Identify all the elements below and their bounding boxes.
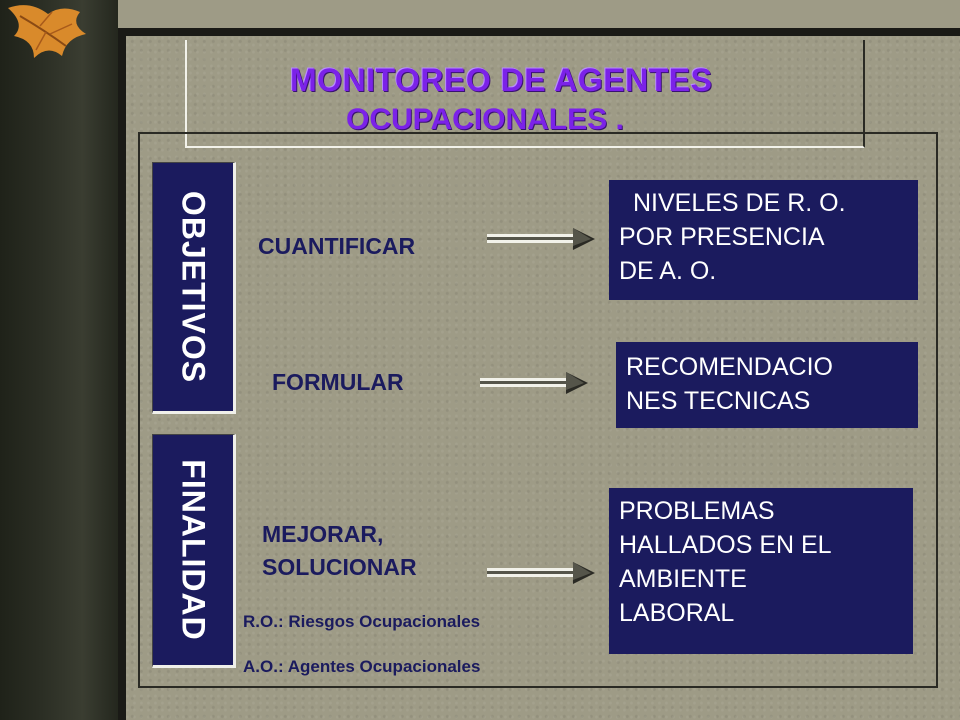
footnote-ao: A.O.: Agentes Ocupacionales [243,657,481,676]
verb-line: MEJORAR, [262,521,384,547]
right-arrow-icon [487,562,595,584]
slide-title-line1: MONITOREO DE AGENTES [290,62,713,98]
result-box-niveles: NIVELES DE R. O. POR PRESENCIA DE A. O. [609,180,918,300]
result-line: PROBLEMAS [619,497,775,525]
result-line: AMBIENTE [619,565,747,593]
verb-line: SOLUCIONAR [262,554,417,580]
result-line: HALLADOS EN EL [619,531,832,559]
finalidad-label: FINALIDAD [152,434,236,668]
finalidad-label-text: FINALIDAD [175,459,212,641]
result-box-problemas: PROBLEMAS HALLADOS EN EL AMBIENTE LABORA… [609,488,913,654]
result-line: RECOMENDACIO [626,353,833,381]
result-line: DE A. O. [619,257,717,285]
content-frame [138,132,938,688]
result-line: POR PRESENCIA [619,223,825,251]
right-arrow-icon [480,372,588,394]
slide-title-line2: OCUPACIONALES . [346,103,624,136]
result-line: NIVELES DE R. O. [633,189,846,217]
verb-cuantificar: CUANTIFICAR [258,230,415,263]
objetivos-label-text: OBJETIVOS [175,190,212,384]
autumn-leaf-icon [8,5,86,59]
verb-line: CUANTIFICAR [258,233,416,259]
verb-line: FORMULAR [272,369,404,395]
footnote-ro: R.O.: Riesgos Ocupacionales [243,612,481,631]
result-line: LABORAL [619,599,735,627]
result-line: NES TECNICAS [626,387,811,415]
right-arrow-icon [487,228,595,250]
left-decorative-strip [0,0,118,720]
verb-mejorar-solucionar: MEJORAR, SOLUCIONAR [262,518,417,584]
result-box-recomendaciones: RECOMENDACIO NES TECNICAS [616,342,918,428]
verb-formular: FORMULAR [272,366,404,399]
title-frame [185,40,865,148]
objetivos-label: OBJETIVOS [152,162,236,414]
